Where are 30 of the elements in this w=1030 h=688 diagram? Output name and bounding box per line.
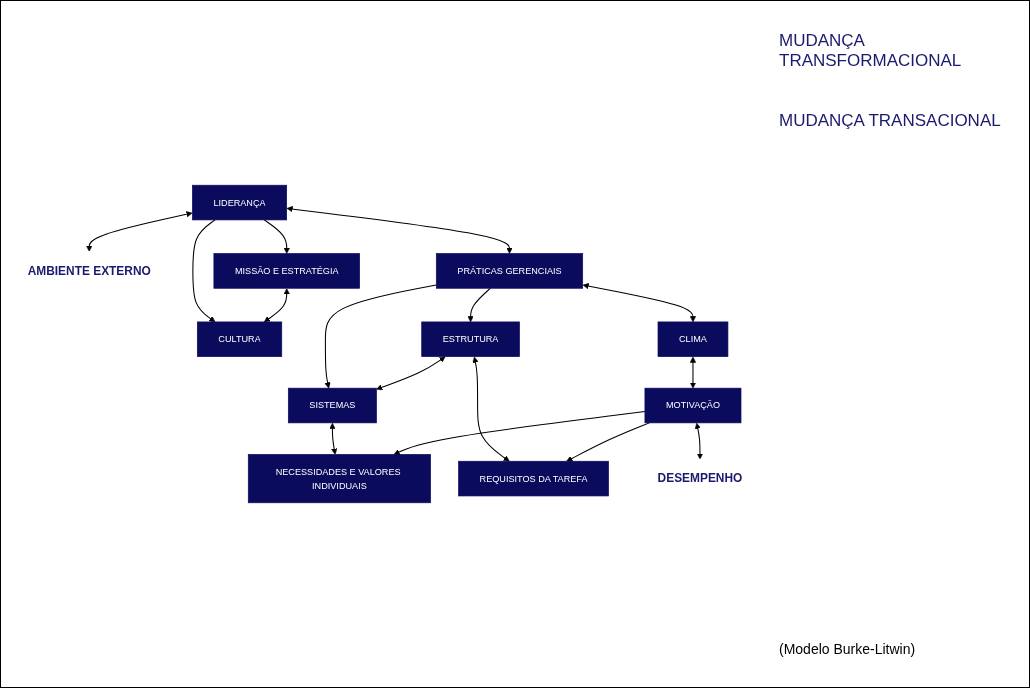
node-box: LIDERANÇA xyxy=(192,184,287,221)
arrow xyxy=(689,356,697,389)
arrow xyxy=(324,284,437,389)
node-box: CULTURA xyxy=(196,321,283,357)
zone-label: MUDANÇA TRANSFORMACIONAL xyxy=(779,31,963,71)
node-box: MISSÃO E ESTRATÉGIA xyxy=(213,253,360,289)
arrow xyxy=(694,422,704,460)
arrow xyxy=(286,206,513,254)
arrow xyxy=(582,283,697,323)
zone-label: MUDANÇA TRANSACIONAL xyxy=(779,111,1002,131)
arrow xyxy=(86,211,193,252)
arrow xyxy=(264,288,290,323)
node-box: REQUISITOS DA TAREFA xyxy=(458,460,609,497)
source-note: (Modelo Burke-Litwin) xyxy=(779,641,917,657)
arrow xyxy=(192,219,216,323)
node-box: SISTEMAS xyxy=(287,387,377,424)
node-box: MOTIVAÇÃO xyxy=(644,387,742,424)
arrow xyxy=(329,422,338,455)
arrow xyxy=(263,219,290,254)
node-text: DESEMPENHO xyxy=(657,471,743,486)
node-box: ESTRUTURA xyxy=(421,321,520,357)
arrow xyxy=(376,356,446,391)
arrow xyxy=(393,411,646,455)
node-box: NECESSIDADES E VALORES INDIVIDUAIS xyxy=(247,454,431,504)
arrow xyxy=(472,356,510,462)
node-box: CLIMA xyxy=(657,321,729,357)
arrow xyxy=(566,422,650,462)
arrow xyxy=(467,287,491,323)
node-text: AMBIENTE EXTERNO xyxy=(27,264,151,278)
node-box: PRÁTICAS GERENCIAIS xyxy=(435,253,584,289)
